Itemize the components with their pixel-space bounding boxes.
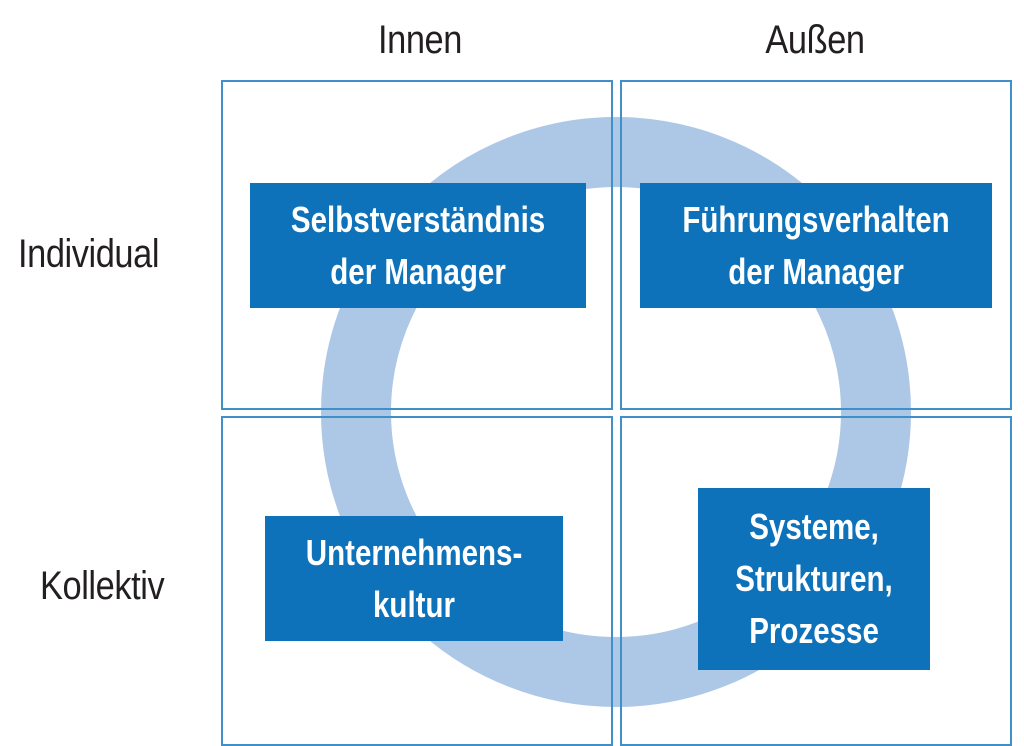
quadrant-individual-inner <box>221 80 613 410</box>
box-line: kultur <box>372 583 455 625</box>
box-line: Strukturen, <box>735 558 893 599</box>
box-self-image-managers: Selbstverständnis der Manager <box>250 183 586 308</box>
column-header-outer: Außen <box>765 18 865 62</box>
quadrant-collective-outer <box>620 416 1012 746</box>
box-line: der Manager <box>330 250 506 292</box>
box-line: der Manager <box>728 250 904 292</box>
box-corporate-culture: Unternehmens- kultur <box>265 516 563 641</box>
quadrant-individual-outer <box>620 80 1012 410</box>
box-leadership-behavior: Führungsverhalten der Manager <box>640 183 992 308</box>
row-header-individual: Individual <box>18 232 160 276</box>
cycle-ring-arc <box>321 117 911 707</box>
quadrant-collective-inner <box>221 416 613 746</box>
box-line: Prozesse <box>749 610 879 651</box>
row-header-collective: Kollektiv <box>40 564 165 608</box>
box-line: Systeme, <box>749 506 879 547</box>
box-systems-structures-processes: Systeme, Strukturen, Prozesse <box>698 488 930 670</box>
column-header-inner: Innen <box>378 18 462 62</box>
box-line: Selbstverständnis <box>290 198 546 240</box>
box-line: Unternehmens- <box>305 531 523 573</box>
box-line: Führungsverhalten <box>682 198 950 240</box>
